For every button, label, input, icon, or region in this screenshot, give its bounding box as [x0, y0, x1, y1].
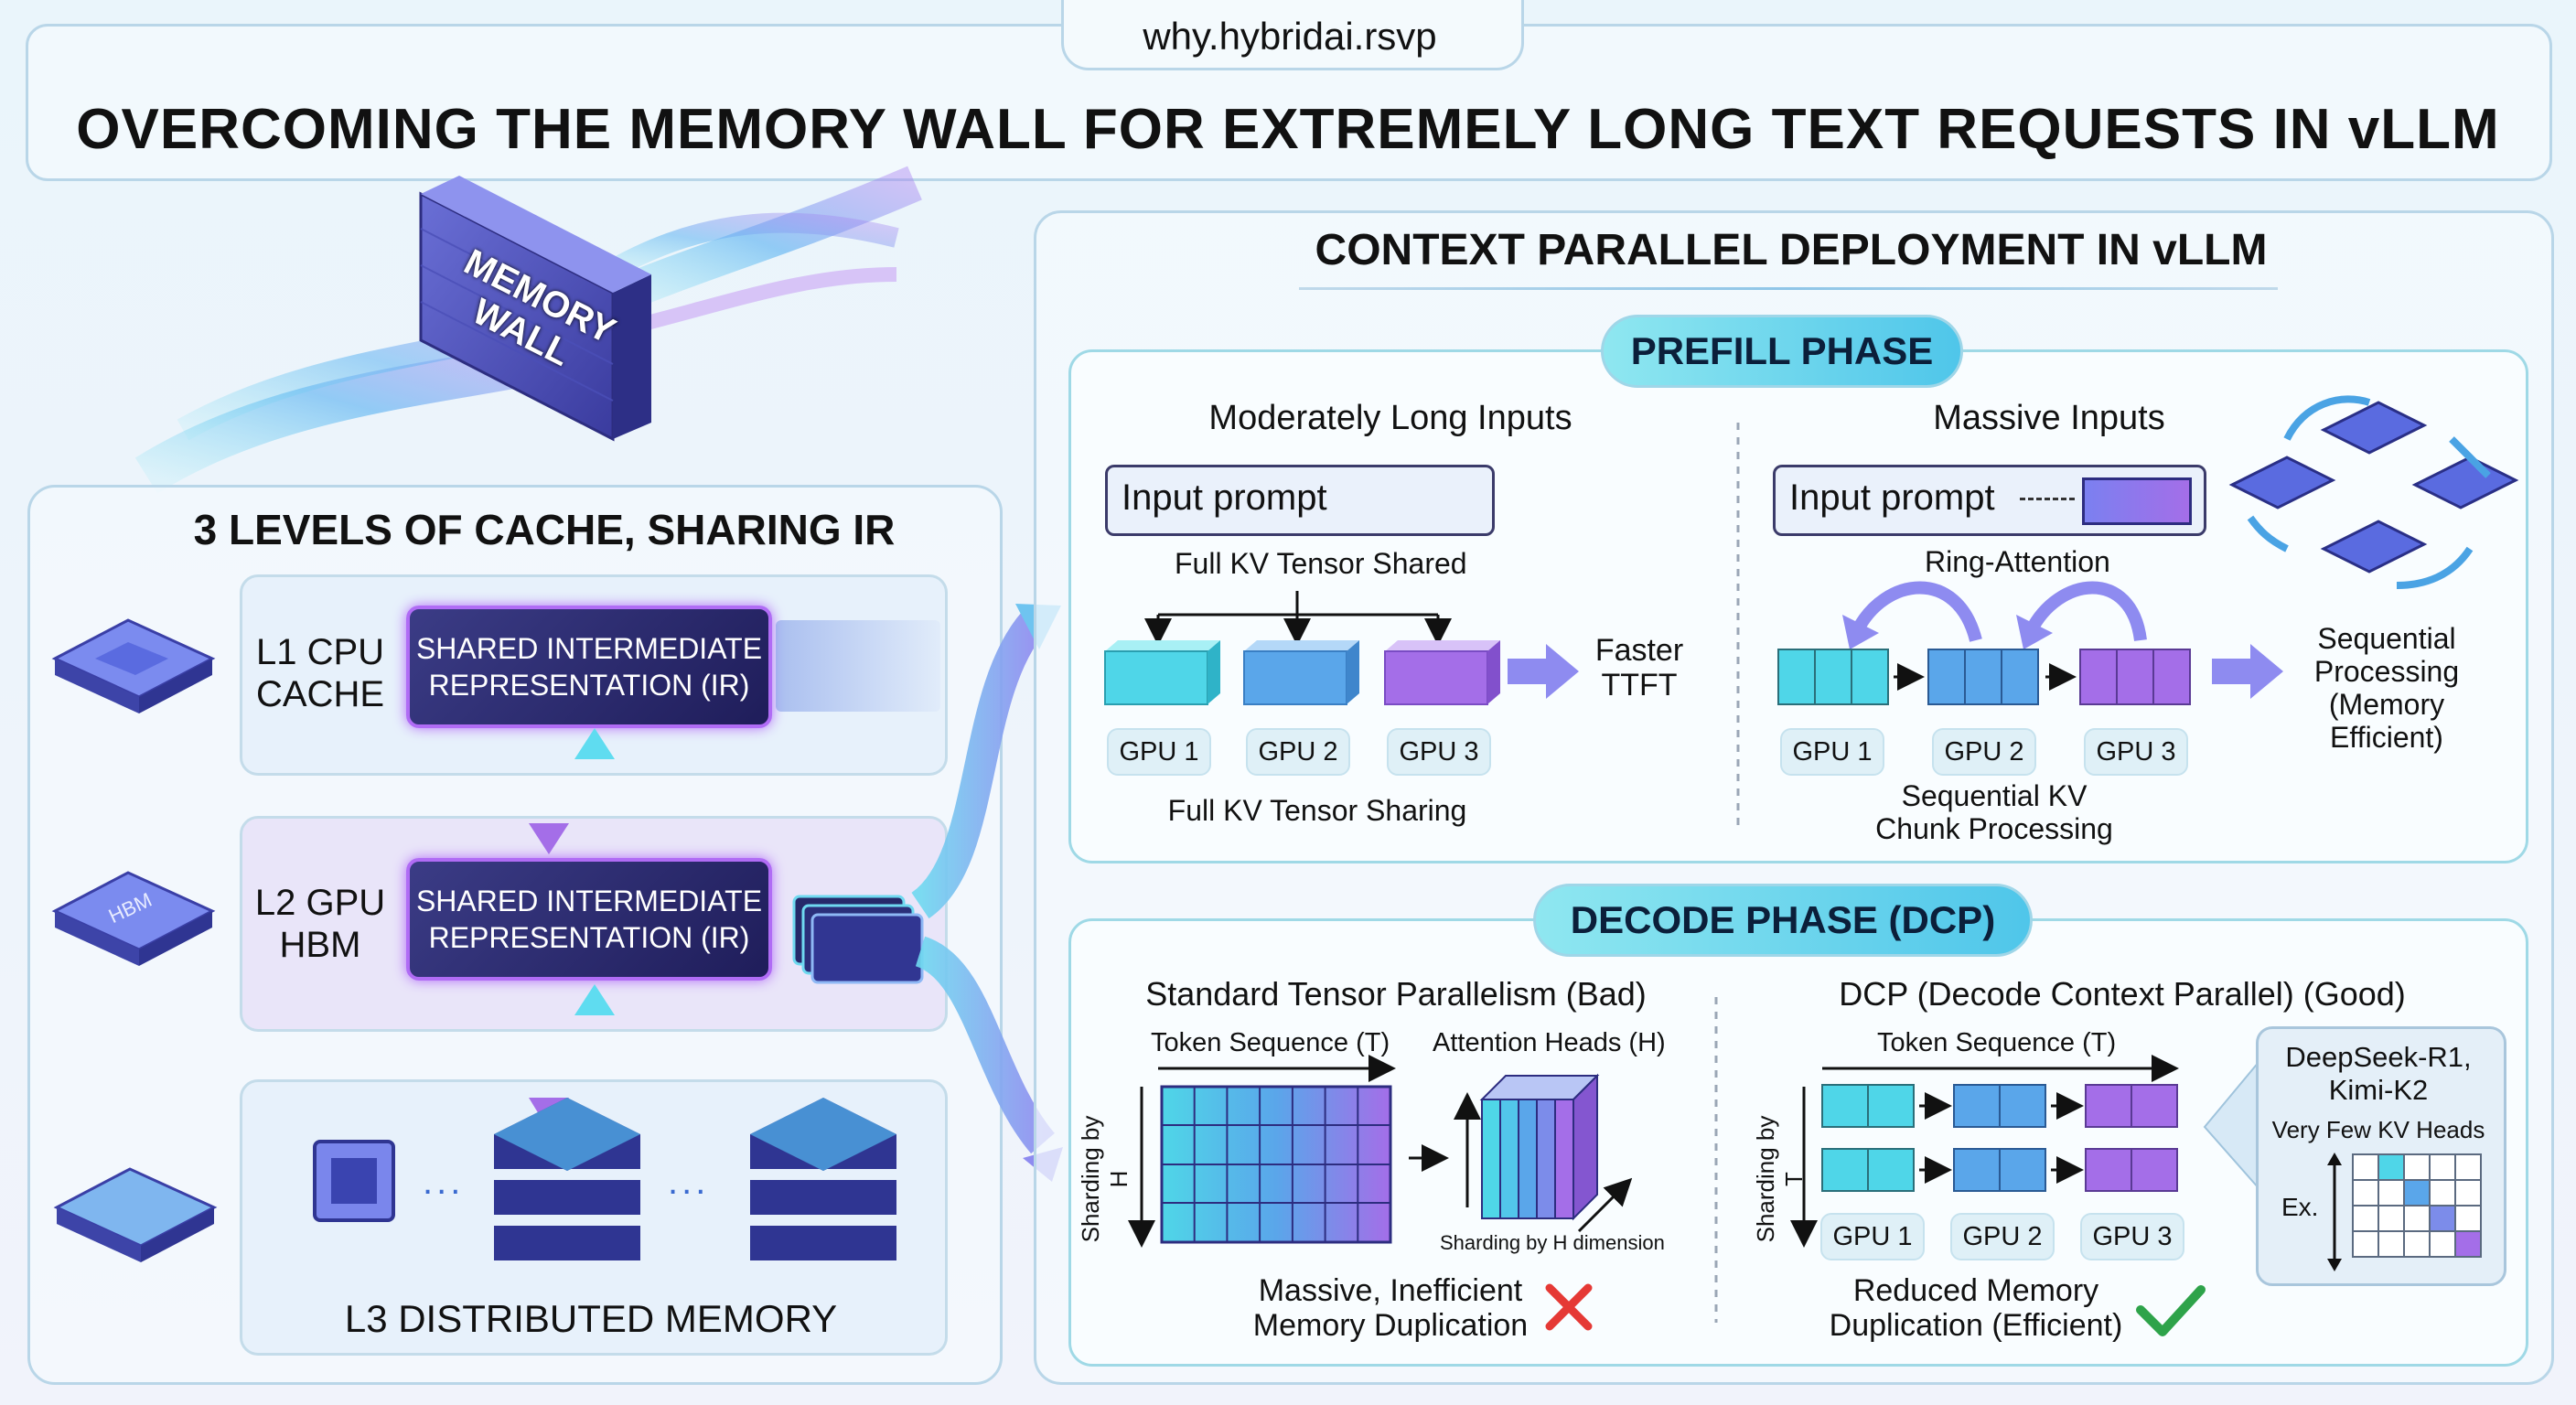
moderate-gpu-3: GPU 3: [1387, 728, 1491, 776]
context-parallel-title: CONTEXT PARALLEL DEPLOYMENT IN vLLM: [1315, 226, 2268, 274]
massive-heading: Massive Inputs: [1933, 399, 2165, 437]
moderate-shared-label: Full KV Tensor Shared: [1175, 547, 1467, 580]
massive-prompt-dash: [2020, 498, 2075, 500]
bad-caption: Massive, Inefficient Memory Duplication: [1252, 1273, 1529, 1343]
good-gpu-1: GPU 1: [1820, 1213, 1925, 1260]
l3-dots-1: ...: [423, 1162, 465, 1202]
ir-box-l1: SHARED INTERMEDIATE REPRESENTATION (IR): [406, 606, 772, 728]
site-url[interactable]: why.hybridai.rsvp: [1143, 15, 1437, 58]
l1-label: L1 CPU CACHE: [255, 632, 385, 714]
kv-heads-label: Very Few KV Heads: [2271, 1116, 2485, 1143]
moderate-gpu-1: GPU 1: [1107, 728, 1211, 776]
models-label: DeepSeek-R1, Kimi-K2: [2285, 1041, 2472, 1106]
massive-gpu-2: GPU 2: [1932, 728, 2036, 776]
bad-heading: Standard Tensor Parallelism (Bad): [1145, 975, 1647, 1013]
good-gpu-2: GPU 2: [1950, 1213, 2055, 1260]
ir-box-l2: SHARED INTERMEDIATE REPRESENTATION (IR): [406, 858, 772, 981]
l3-dots-2: ...: [668, 1162, 710, 1202]
ring-attention-label: Ring-Attention: [1925, 545, 2110, 578]
massive-caption: Sequential KV Chunk Processing: [1875, 779, 2113, 845]
moderate-prompt-text: Input prompt: [1122, 477, 1327, 518]
l3-label: L3 DISTRIBUTED MEMORY: [344, 1297, 838, 1340]
good-caption: Reduced Memory Duplication (Efficient): [1829, 1273, 2123, 1343]
sequential-processing-label: Sequential Processing (Memory Efficient): [2313, 622, 2460, 754]
massive-prompt-bar: [2082, 477, 2192, 525]
bad-attn-heads: Attention Heads (H): [1433, 1028, 1666, 1057]
good-token-seq: Token Sequence (T): [1877, 1028, 2117, 1057]
moderate-gpu-2: GPU 2: [1246, 728, 1350, 776]
binary-stream: [776, 620, 940, 712]
bad-shard-h-dim: Sharding by H dimension: [1440, 1231, 1665, 1254]
page-title: OVERCOMING THE MEMORY WALL FOR EXTREMELY…: [76, 98, 2500, 161]
prefill-phase-pill: PREFILL PHASE: [1601, 315, 1963, 388]
massive-gpu-3: GPU 3: [2084, 728, 2188, 776]
good-heading: DCP (Decode Context Parallel) (Good): [1839, 975, 2406, 1013]
massive-prompt-text: Input prompt: [1789, 477, 1995, 518]
site-tab: [1061, 0, 1524, 70]
title-underline: [1299, 287, 2278, 290]
moderate-caption: Full KV Tensor Sharing: [1167, 794, 1467, 827]
faster-ttft: Faster TTFT: [1594, 633, 1684, 702]
l2-label: L2 GPU HBM: [254, 883, 386, 965]
example-label: Ex.: [2281, 1193, 2319, 1221]
massive-gpu-1: GPU 1: [1780, 728, 1884, 776]
cache-levels-title: 3 LEVELS OF CACHE, SHARING IR: [193, 506, 896, 553]
moderate-heading: Moderately Long Inputs: [1208, 399, 1572, 437]
moderate-prompt-box: [1105, 465, 1495, 536]
decode-phase-pill: DECODE PHASE (DCP): [1533, 884, 2033, 957]
bad-token-seq: Token Sequence (T): [1151, 1028, 1390, 1057]
good-gpu-3: GPU 3: [2080, 1213, 2184, 1260]
